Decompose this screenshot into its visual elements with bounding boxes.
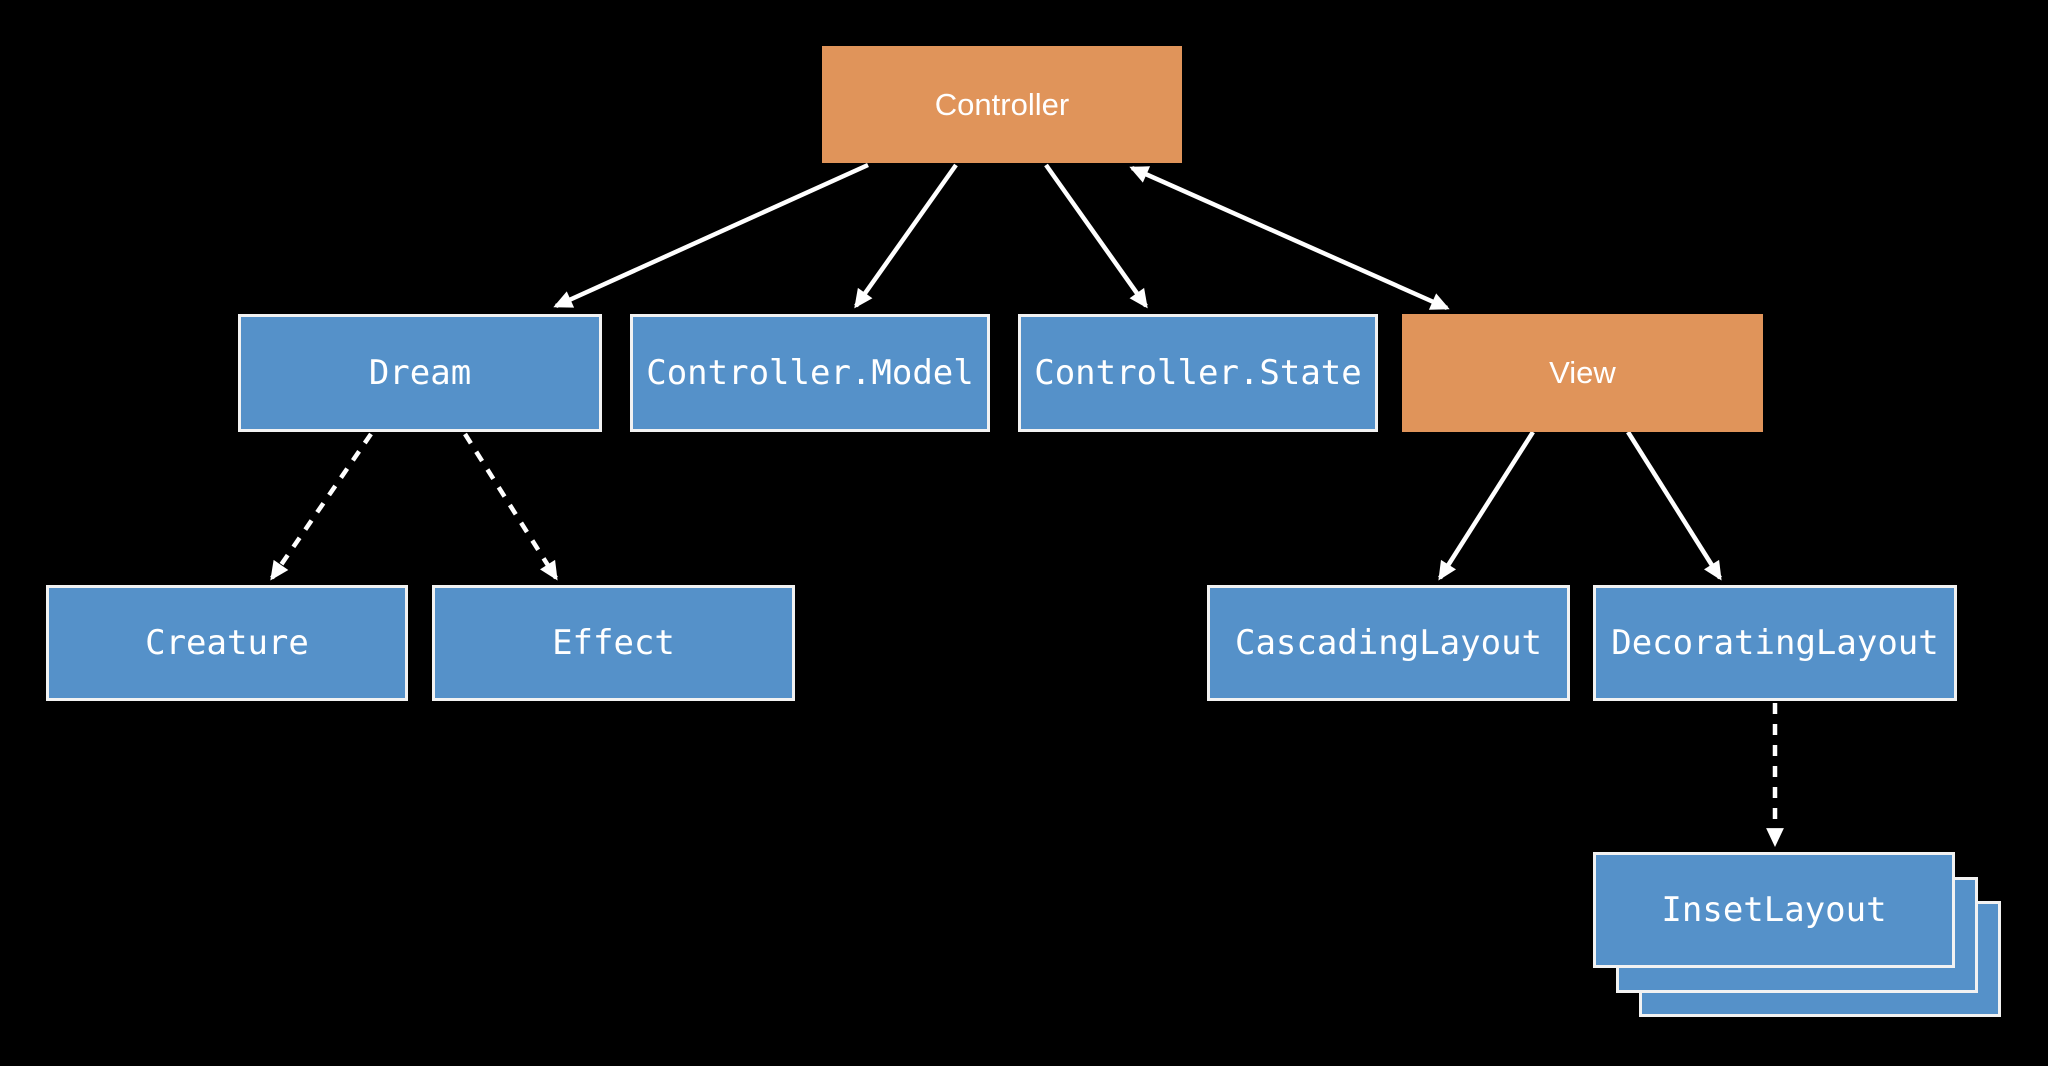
node-controller-model: Controller.Model [630,314,990,432]
edge-controller-view-bidirectional [1129,165,1450,311]
node-dream: Dream [238,314,602,432]
node-view-label: View [1549,355,1616,390]
node-controller-model-label: Controller.Model [646,353,974,393]
edge-view-to-decorating-layout [1626,430,1722,581]
edge-controller-to-controller-model [854,163,958,309]
node-decorating-layout: DecoratingLayout [1593,585,1957,701]
edge-view-to-cascading-layout [1438,430,1535,581]
edge-dream-to-creature [270,432,373,581]
node-controller: Controller [822,46,1182,163]
node-cascading-layout: CascadingLayout [1207,585,1570,701]
node-creature: Creature [46,585,408,701]
node-controller-state: Controller.State [1018,314,1378,432]
edge-dream-to-effect [463,432,558,581]
node-creature-label: Creature [145,623,309,663]
node-cascading-layout-label: CascadingLayout [1234,623,1543,663]
node-dream-label: Dream [368,353,472,393]
node-effect-label: Effect [552,623,675,663]
node-controller-label: Controller [934,86,1070,122]
node-view: View [1402,314,1763,432]
node-decorating-layout-label: DecoratingLayout [1611,623,1939,663]
node-effect: Effect [432,585,795,701]
edge-controller-to-controller-state [1044,163,1148,309]
node-inset-layout: InsetLayout [1593,852,1955,968]
node-controller-state-label: Controller.State [1034,353,1362,393]
node-inset-layout-label: InsetLayout [1661,890,1887,930]
edge-controller-to-dream [553,162,869,309]
